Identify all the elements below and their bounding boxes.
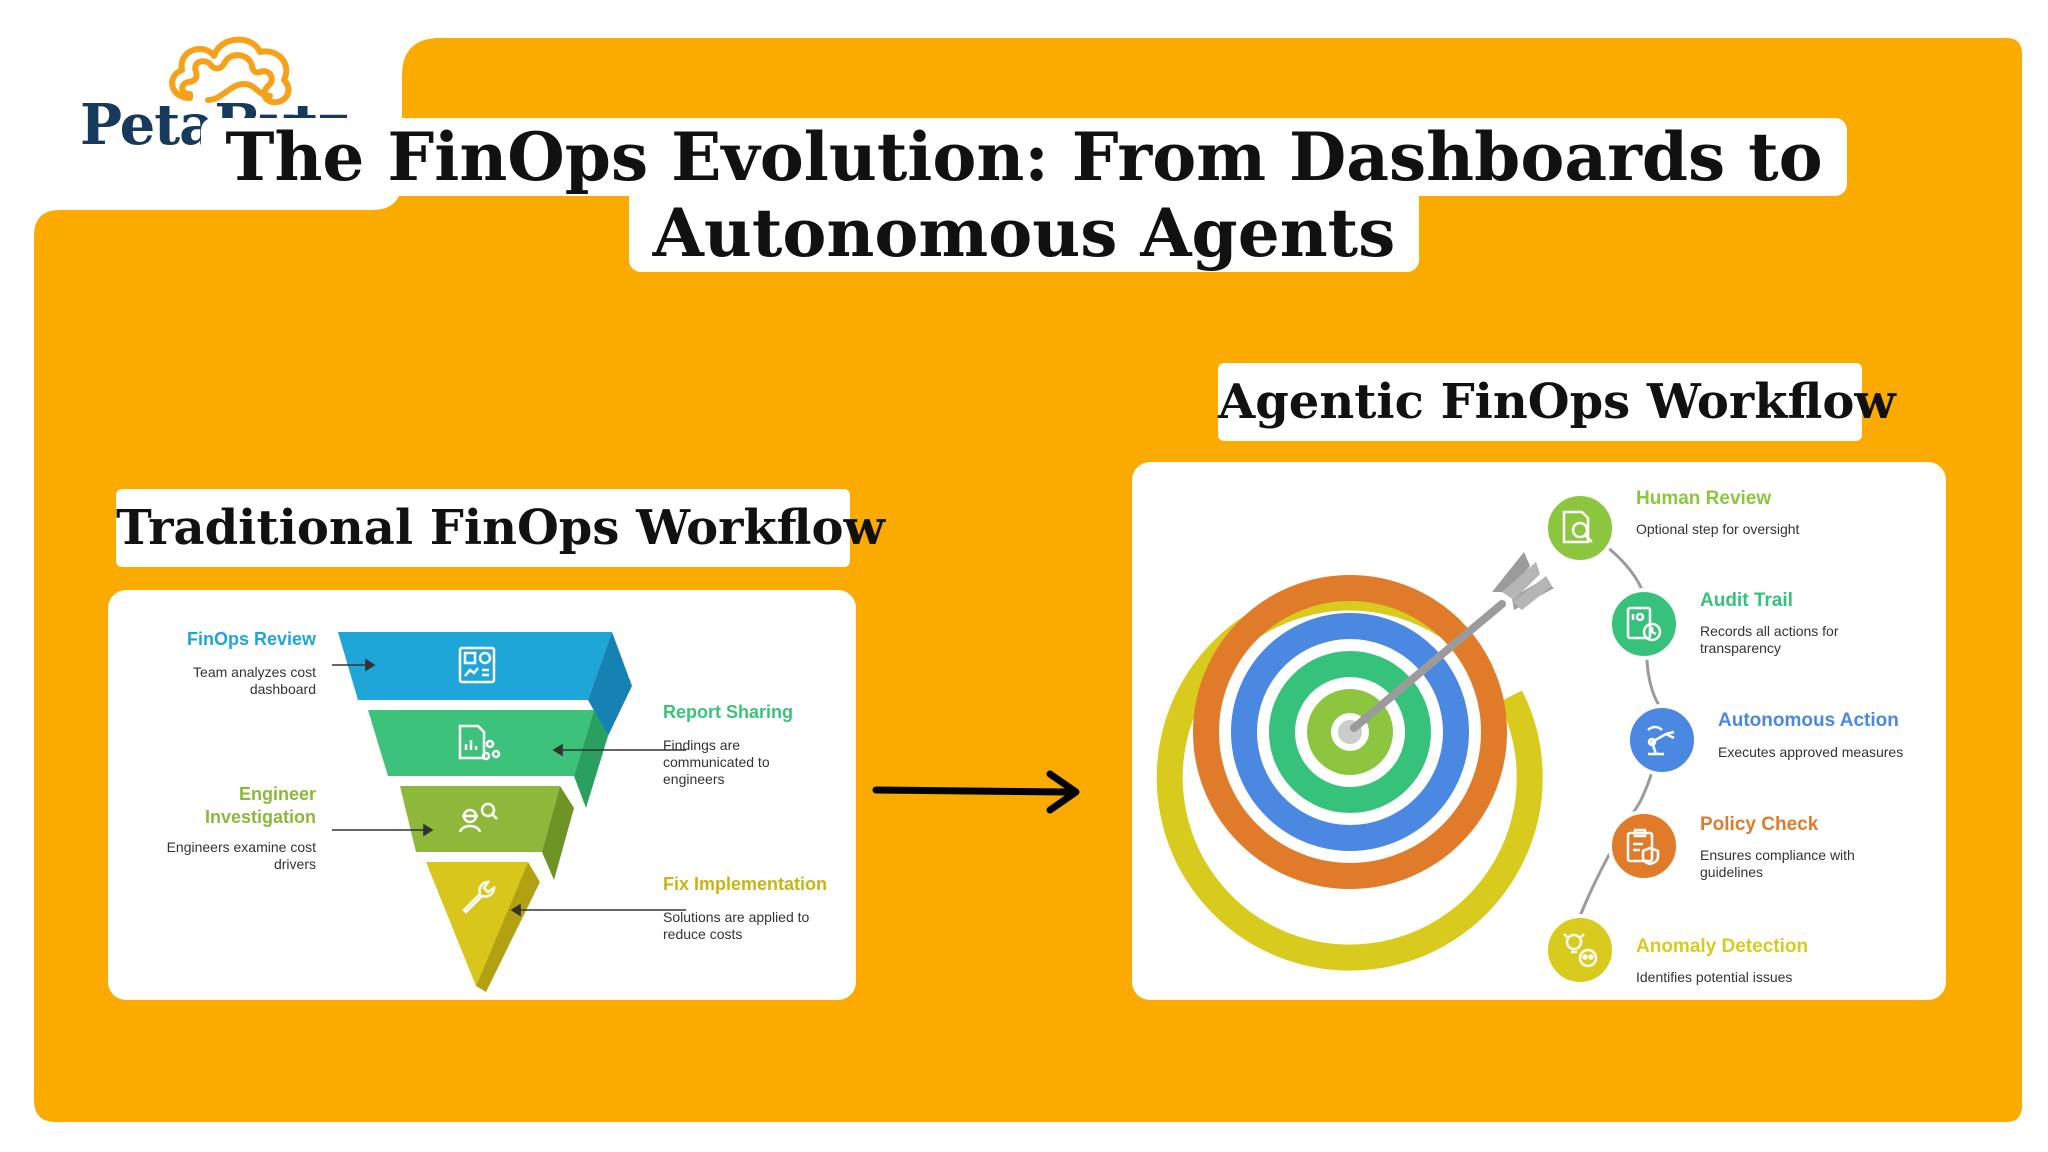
agent-step-anomaly-detection: Anomaly Detection Identifies potential i…	[1636, 936, 1808, 985]
dashboard-icon	[458, 646, 496, 684]
node-anomaly-detection	[1544, 914, 1616, 986]
step-desc: guidelines	[1700, 864, 1763, 880]
step-title: Fix Implementation	[663, 874, 827, 894]
step-title: Autonomous Action	[1718, 710, 1899, 731]
robot-arm-icon	[1647, 725, 1675, 756]
binary-clock-icon	[1626, 606, 1662, 642]
step-report-sharing: Report Sharing Findings are communicated…	[663, 702, 793, 787]
step-desc: engineers	[663, 771, 725, 787]
agent-step-autonomous-action: Autonomous Action Executes approved meas…	[1718, 710, 1903, 760]
report-share-icon	[458, 724, 501, 761]
step-title: FinOps Review	[187, 629, 317, 649]
step-desc: Ensures compliance with	[1700, 847, 1855, 863]
funnel-layer-report-sharing	[368, 710, 608, 808]
step-title: Investigation	[205, 807, 316, 827]
step-title: Anomaly Detection	[1636, 936, 1808, 957]
clipboard-shield-icon	[1626, 828, 1660, 866]
agent-step-audit-trail: Audit Trail Records all actions for tran…	[1700, 590, 1839, 656]
target-rings	[1156, 575, 1543, 971]
step-fix-implementation: Fix Implementation Solutions are applied…	[663, 874, 827, 942]
page-title: The FinOps Evolution: From Dashboards to…	[0, 118, 2048, 272]
step-title: Policy Check	[1700, 814, 1819, 835]
funnel-diagram: FinOps Review Team analyzes cost dashboa…	[167, 629, 827, 992]
bulb-skull-icon	[1563, 933, 1598, 968]
step-desc: Findings are	[663, 737, 740, 753]
step-engineer-investigation: Engineer Investigation Engineers examine…	[167, 784, 317, 872]
step-desc: Team analyzes cost	[193, 664, 316, 680]
step-desc: reduce costs	[663, 926, 742, 942]
node-autonomous-action	[1626, 704, 1698, 776]
cloud-logo-icon	[169, 36, 292, 106]
node-policy-check	[1608, 810, 1680, 882]
step-title: Engineer	[239, 784, 316, 804]
step-desc: drivers	[274, 856, 316, 872]
engineer-search-icon	[458, 802, 498, 833]
document-search-icon	[1562, 510, 1593, 544]
traditional-workflow-heading: Traditional FinOps Workflow	[116, 489, 885, 567]
step-desc: Identifies potential issues	[1636, 969, 1792, 985]
step-desc: transparency	[1700, 640, 1781, 656]
step-title: Audit Trail	[1700, 590, 1793, 611]
target-arrow	[1350, 552, 1554, 732]
step-desc: Executes approved measures	[1718, 744, 1903, 760]
step-title: Report Sharing	[663, 702, 793, 722]
step-desc: Optional step for oversight	[1636, 521, 1800, 537]
step-title: Human Review	[1636, 488, 1771, 509]
agentic-workflow-panel: Human Review Optional step for oversight…	[1132, 462, 1946, 1000]
step-desc: Records all actions for	[1700, 623, 1839, 639]
funnel-layer-engineer-investigation	[400, 786, 574, 880]
step-desc: Engineers examine cost	[167, 839, 317, 855]
transition-arrow	[872, 770, 1080, 814]
step-desc: communicated to	[663, 754, 770, 770]
agentic-workflow-heading: Agentic FinOps Workflow	[1218, 363, 1896, 441]
step-desc: dashboard	[250, 681, 316, 697]
step-desc: Solutions are applied to	[663, 909, 810, 925]
title-line-1: The FinOps Evolution: From Dashboards to	[201, 118, 1847, 196]
node-human-review	[1544, 492, 1616, 564]
traditional-workflow-panel: FinOps Review Team analyzes cost dashboa…	[108, 590, 856, 1000]
funnel-layer-fix-implementation	[426, 862, 540, 992]
node-audit-trail	[1608, 588, 1680, 660]
agent-step-policy-check: Policy Check Ensures compliance with gui…	[1700, 814, 1855, 880]
target-diagram: Human Review Optional step for oversight…	[1156, 488, 1903, 986]
agent-step-human-review: Human Review Optional step for oversight	[1636, 488, 1800, 537]
funnel-layer-finops-review	[338, 632, 632, 736]
step-finops-review: FinOps Review Team analyzes cost dashboa…	[187, 629, 317, 697]
wrench-icon	[462, 880, 496, 914]
title-line-2: Autonomous Agents	[628, 194, 1420, 272]
